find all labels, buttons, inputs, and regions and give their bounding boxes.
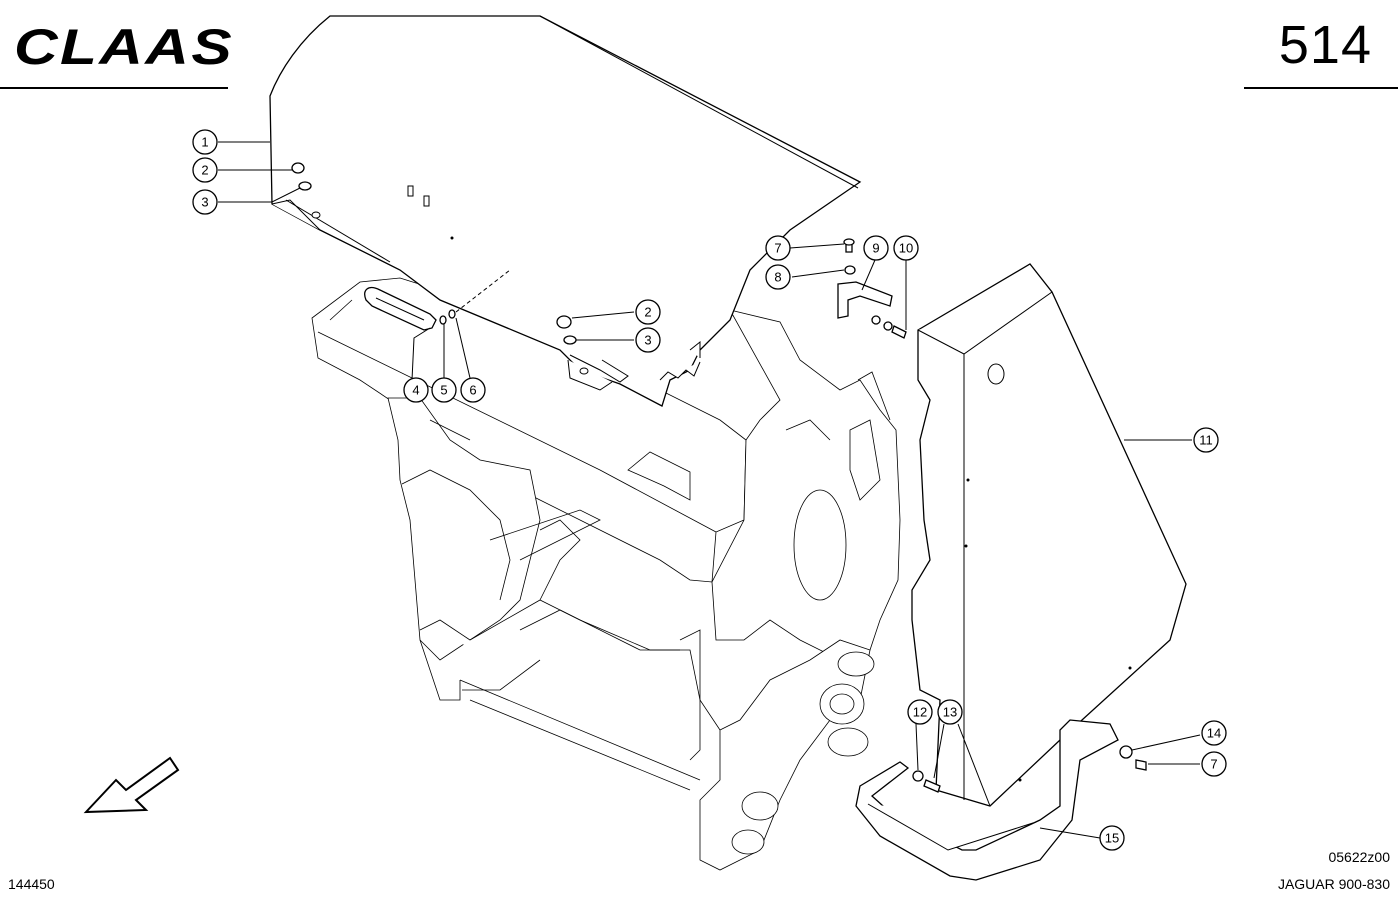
callout-12: 12 — [907, 699, 933, 725]
callout-14: 14 — [1201, 720, 1227, 746]
model-name: JAGUAR 900-830 — [1277, 876, 1390, 892]
callout-2a: 2 — [192, 157, 218, 183]
top-cover-panel — [269, 15, 862, 407]
svg-text:10: 10 — [899, 241, 913, 256]
callout-3b: 3 — [635, 327, 661, 353]
leader-lines — [218, 141, 1201, 839]
svg-text:12: 12 — [913, 705, 927, 720]
handle-part — [364, 286, 437, 331]
page-number: 514 — [1278, 15, 1372, 75]
callout-3a: 3 — [192, 189, 218, 215]
brand-logo-text: CLAAS — [14, 22, 234, 72]
header-rule-left — [0, 87, 228, 89]
header-rule-right — [1244, 87, 1398, 89]
drawing-code: 05622z00 — [1328, 849, 1390, 865]
svg-text:9: 9 — [872, 241, 879, 256]
svg-text:14: 14 — [1207, 726, 1221, 741]
direction-arrow-icon — [83, 756, 180, 814]
svg-text:8: 8 — [774, 270, 781, 285]
callout-15: 15 — [1099, 825, 1125, 851]
document-id: 144450 — [8, 876, 55, 892]
callout-9: 9 — [863, 235, 889, 261]
svg-text:13: 13 — [943, 705, 957, 720]
callout-7a: 7 — [765, 235, 791, 261]
svg-text:5: 5 — [440, 383, 447, 398]
svg-text:15: 15 — [1105, 831, 1119, 846]
claas-logo-icon: CLAAS — [14, 22, 234, 72]
svg-text:1: 1 — [201, 135, 208, 150]
callout-7b: 7 — [1201, 751, 1227, 777]
svg-text:7: 7 — [774, 241, 781, 256]
callout-8: 8 — [765, 264, 791, 290]
svg-text:7: 7 — [1210, 757, 1217, 772]
svg-text:2: 2 — [201, 163, 208, 178]
callout-10: 10 — [893, 235, 919, 261]
callout-1: 1 — [192, 129, 218, 155]
svg-text:11: 11 — [1199, 433, 1213, 448]
callout-5: 5 — [431, 377, 457, 403]
callout-2b: 2 — [635, 299, 661, 325]
svg-text:3: 3 — [644, 333, 651, 348]
side-shield-panel — [911, 263, 1187, 807]
svg-text:3: 3 — [201, 195, 208, 210]
hardware-parts — [291, 162, 907, 345]
svg-text:6: 6 — [469, 383, 476, 398]
bottom-bracket-part — [855, 719, 1147, 881]
callout-4: 4 — [403, 377, 429, 403]
svg-text:4: 4 — [412, 383, 419, 398]
svg-text:2: 2 — [644, 305, 651, 320]
callout-11: 11 — [1193, 427, 1219, 453]
callout-6: 6 — [460, 377, 486, 403]
callout-13: 13 — [937, 699, 963, 725]
machine-frame — [311, 277, 901, 871]
